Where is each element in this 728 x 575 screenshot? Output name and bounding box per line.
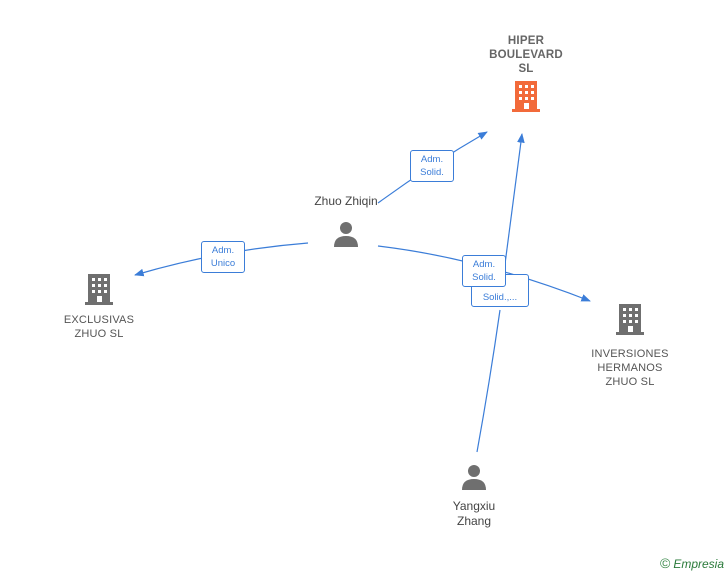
company-name-inversiones: INVERSIONES HERMANOS ZHUO SL (591, 348, 669, 388)
company-node-inversiones[interactable]: INVERSIONES HERMANOS ZHUO SL (578, 302, 682, 389)
building-icon (616, 304, 644, 335)
company-name-exclusivas: EXCLUSIVAS ZHUO SL (63, 314, 135, 340)
person-name-yangxiu: Yangxiu Zhang (452, 499, 496, 528)
company-node-exclusivas[interactable]: EXCLUSIVAS ZHUO SL (49, 272, 149, 341)
edge-label-zhuo-inversiones[interactable]: Adm. Solid. (462, 255, 506, 287)
empresia-logo: Empresia (673, 557, 724, 571)
company-node-hiper[interactable]: HIPER BOULEVARD SL (476, 34, 576, 118)
person-icon (334, 222, 358, 247)
building-icon (512, 81, 540, 112)
building-icon (85, 274, 113, 305)
person-name-zhuo: Zhuo Zhiqin (314, 194, 378, 208)
edge-label-zhuo-exclusivas[interactable]: Adm. Unico (201, 241, 245, 273)
edge-label-zhuo-hiper[interactable]: Adm. Solid. (410, 150, 454, 182)
person-node-zhuo[interactable]: Zhuo Zhiqin (296, 194, 396, 254)
person-node-yangxiu[interactable]: Yangxiu Zhang (424, 462, 524, 529)
copyright-icon: © (659, 555, 671, 571)
person-icon (462, 465, 486, 490)
company-name-hiper: HIPER BOULEVARD SL (489, 35, 563, 75)
empresia-credit[interactable]: ©Empresia (660, 555, 724, 571)
edge-yangxiu-inversiones (476, 309, 501, 453)
